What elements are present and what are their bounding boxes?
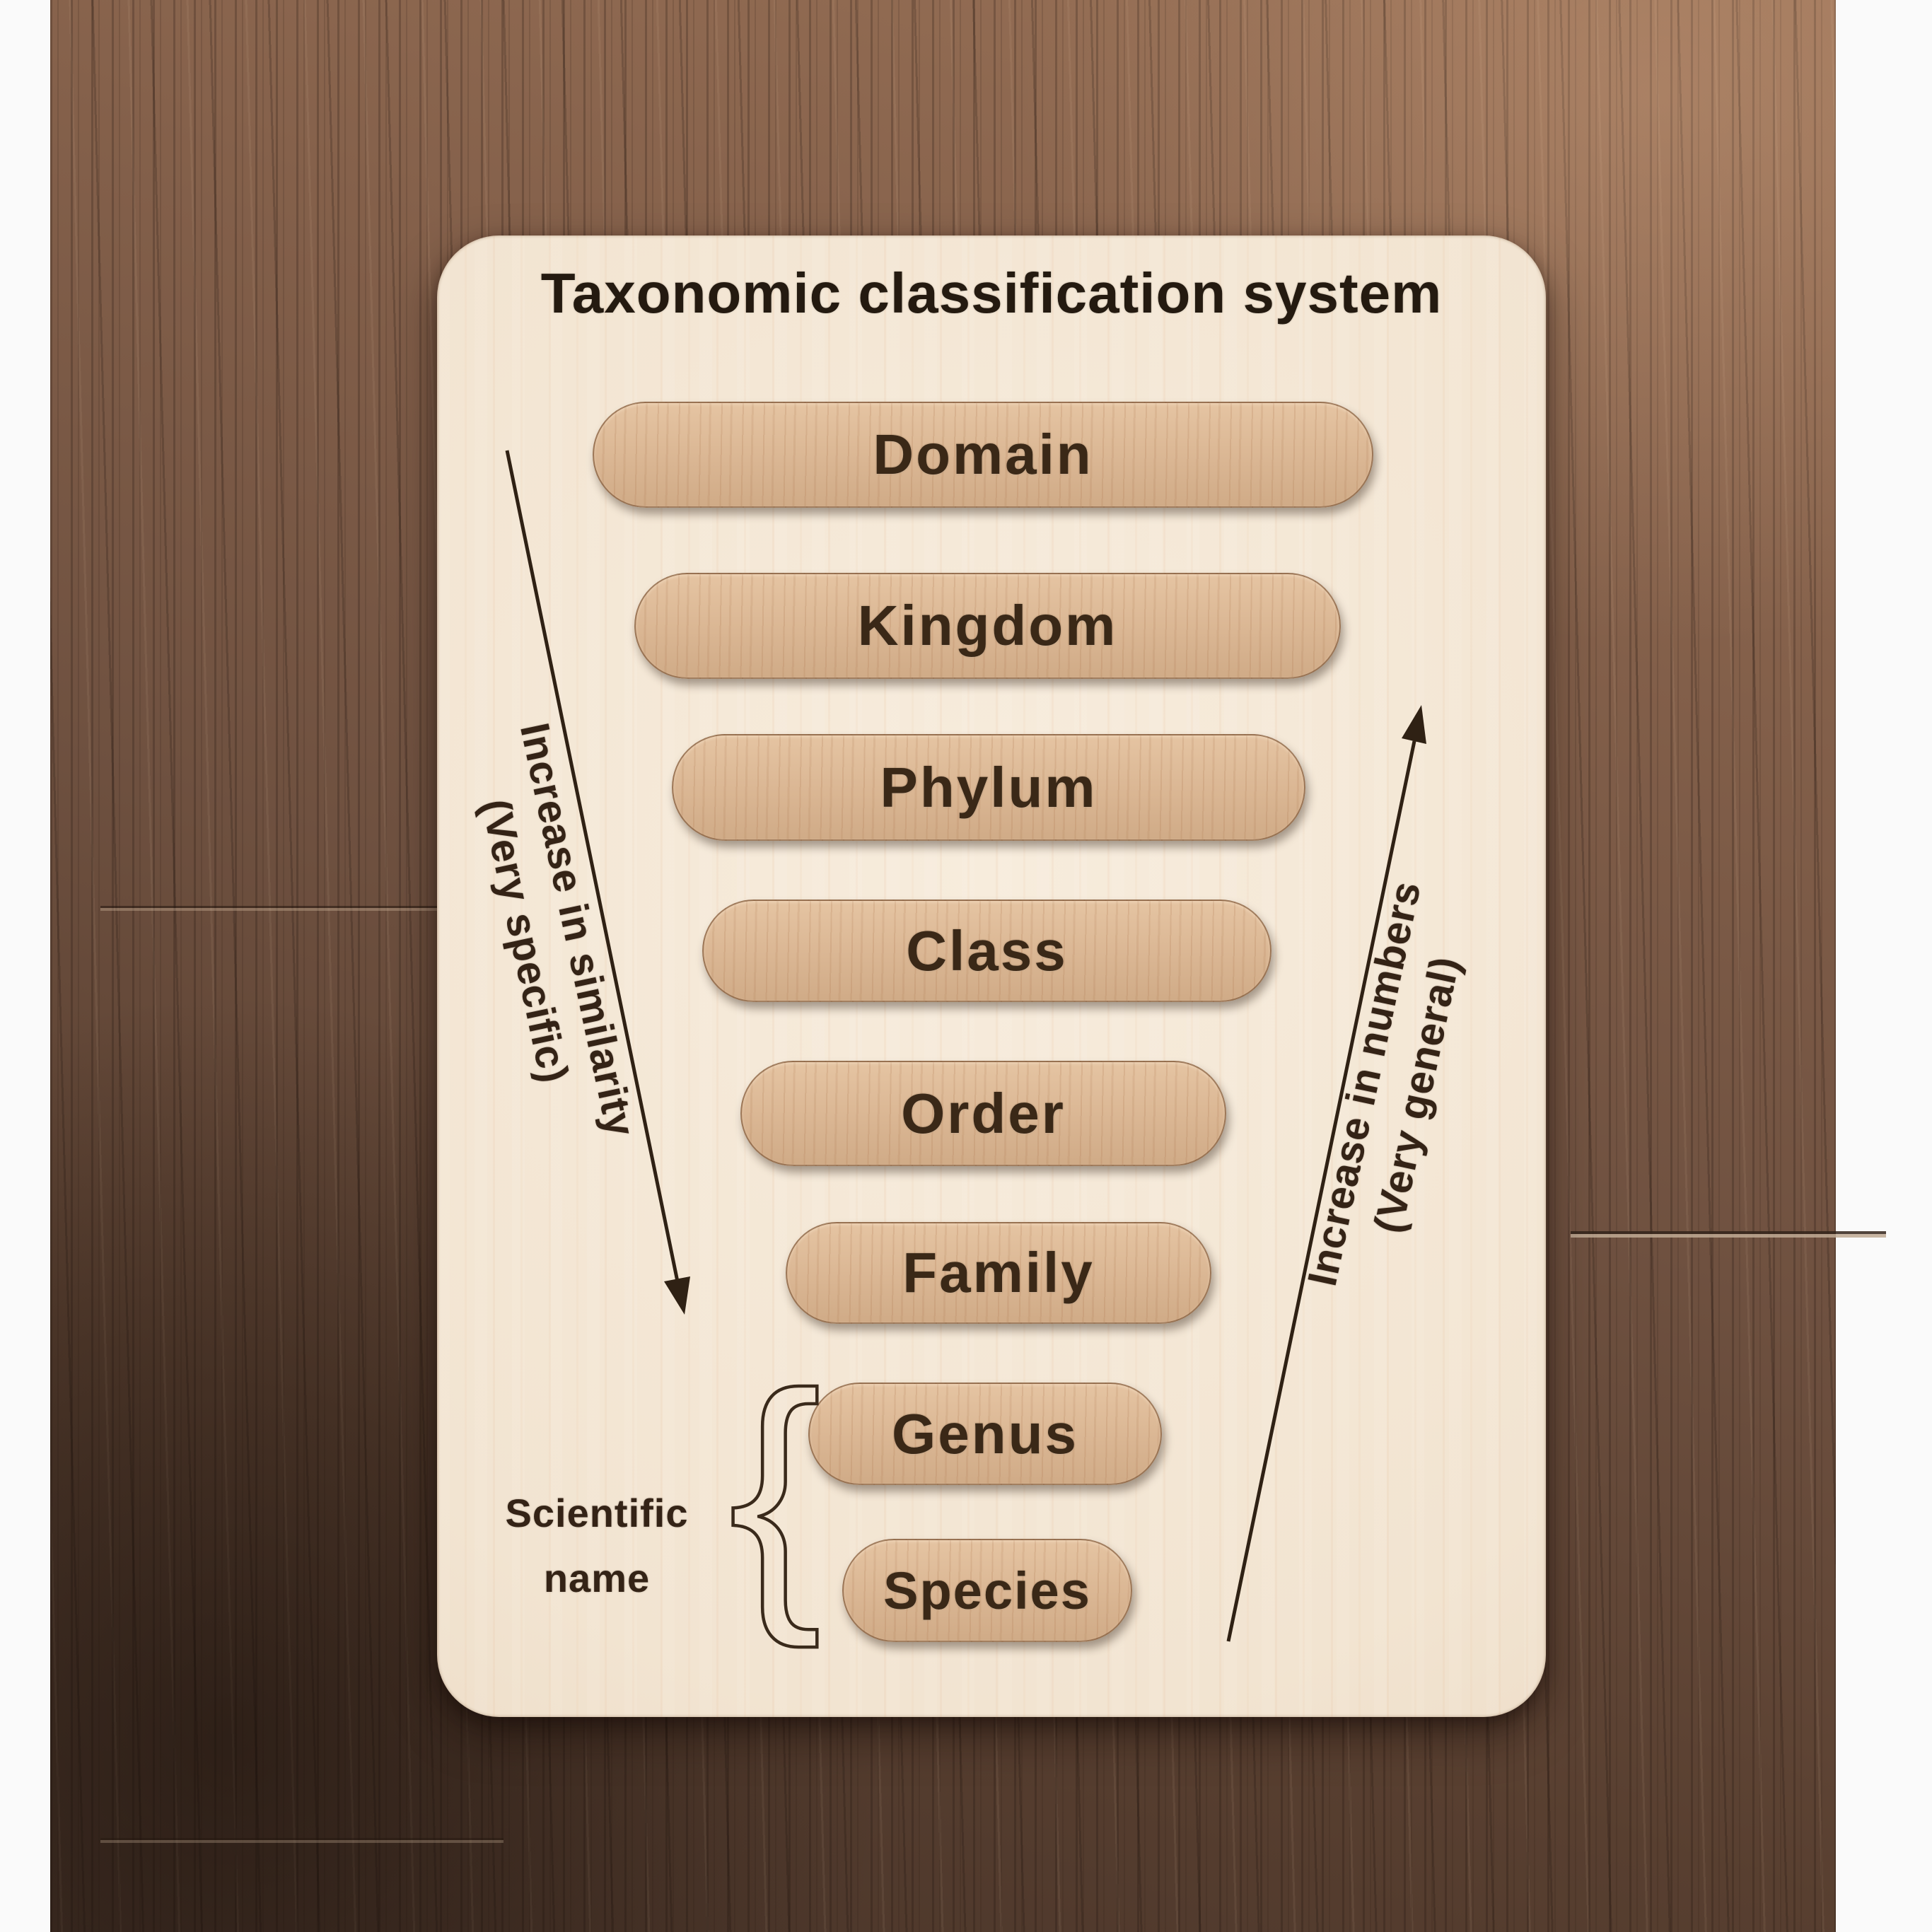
floor-plank-seam	[1571, 1231, 1886, 1238]
scientific-name-line2: name	[543, 1556, 651, 1600]
stick-order: Order	[740, 1061, 1226, 1166]
right-axis-annotation: Increase in numbers (Very general)	[1296, 876, 1486, 1302]
taxonomy-board: Taxonomic classification system Domain K…	[437, 235, 1546, 1717]
stick-order-label: Order	[901, 1081, 1066, 1145]
stick-phylum-label: Phylum	[880, 755, 1098, 819]
stick-kingdom-label: Kingdom	[857, 594, 1118, 657]
stick-family: Family	[786, 1222, 1211, 1324]
stick-species-label: Species	[883, 1561, 1091, 1620]
stick-domain: Domain	[593, 402, 1373, 508]
stick-class: Class	[702, 900, 1271, 1002]
stick-kingdom: Kingdom	[634, 573, 1341, 679]
stick-domain-label: Domain	[873, 423, 1093, 486]
floor-plank-seam	[100, 906, 494, 911]
scientific-name-line1: Scientific	[505, 1491, 689, 1535]
scientific-name-label: Scientific name	[506, 1481, 689, 1611]
stick-class-label: Class	[906, 919, 1068, 982]
board-title: Taxonomic classification system	[540, 262, 1443, 325]
left-axis-annotation: Increase in similarity (Very specific)	[455, 718, 648, 1153]
stick-genus: Genus	[808, 1383, 1162, 1485]
floor-plank-seam	[100, 1838, 504, 1843]
stick-genus-label: Genus	[892, 1402, 1078, 1465]
stick-phylum: Phylum	[672, 734, 1305, 841]
stick-family-label: Family	[902, 1241, 1095, 1304]
stick-species: Species	[842, 1539, 1132, 1642]
